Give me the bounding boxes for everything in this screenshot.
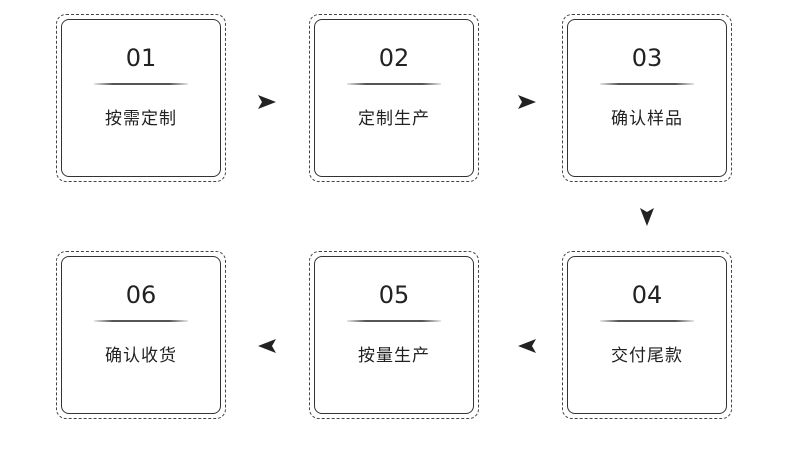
divider (600, 83, 694, 85)
arrow-right-icon (517, 92, 537, 112)
step-number: 02 (378, 44, 410, 72)
divider (94, 320, 188, 322)
step-label: 按量生产 (358, 346, 430, 366)
divider (94, 83, 188, 85)
step-card-frame: 06 确认收货 (61, 256, 221, 414)
step-number: 01 (125, 44, 157, 72)
step-label: 按需定制 (105, 109, 177, 129)
step-card-02: 02 定制生产 (309, 14, 479, 182)
step-label: 确认收货 (105, 346, 177, 366)
step-card-01: 01 按需定制 (56, 14, 226, 182)
divider (347, 320, 441, 322)
step-card-frame: 04 交付尾款 (567, 256, 727, 414)
step-card-frame: 01 按需定制 (61, 19, 221, 177)
step-number: 06 (125, 281, 157, 309)
arrow-left-icon (257, 336, 277, 356)
step-number: 04 (631, 281, 663, 309)
step-label: 定制生产 (358, 109, 430, 129)
arrow-right-icon (257, 92, 277, 112)
step-label: 交付尾款 (611, 346, 683, 366)
arrow-left-icon (517, 336, 537, 356)
step-card-04: 04 交付尾款 (562, 251, 732, 419)
step-number: 05 (378, 281, 410, 309)
divider (600, 320, 694, 322)
step-card-05: 05 按量生产 (309, 251, 479, 419)
step-card-06: 06 确认收货 (56, 251, 226, 419)
step-card-frame: 03 确认样品 (567, 19, 727, 177)
step-card-frame: 02 定制生产 (314, 19, 474, 177)
step-label: 确认样品 (611, 109, 683, 129)
step-number: 03 (631, 44, 663, 72)
arrow-down-icon (637, 207, 657, 227)
step-card-03: 03 确认样品 (562, 14, 732, 182)
step-card-frame: 05 按量生产 (314, 256, 474, 414)
divider (347, 83, 441, 85)
